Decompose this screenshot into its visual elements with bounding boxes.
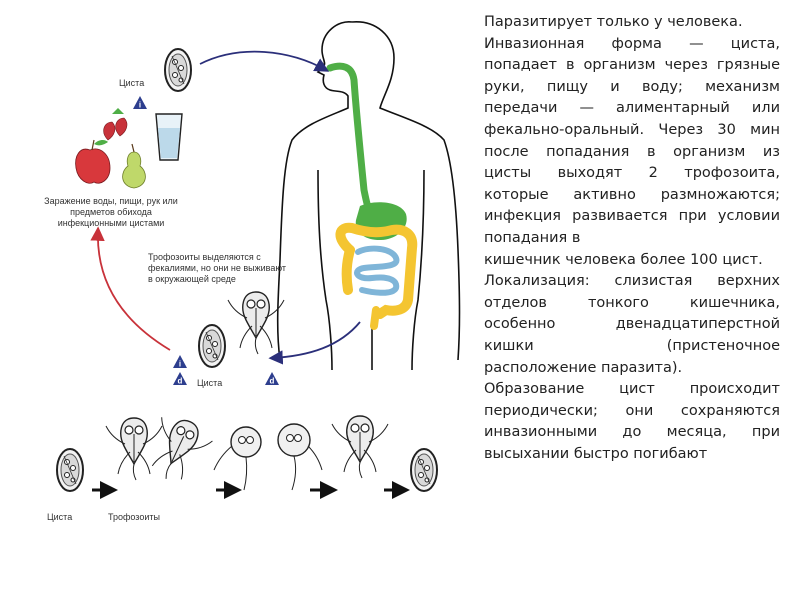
cyst-top-icon [164,48,192,92]
arrow-body-to-excreted [268,321,361,365]
strip-encysting-pair-icon [213,423,323,491]
description-line: периодически; они сохраняются [484,402,780,419]
human-body-outline [276,21,461,371]
svg-text:i: i [179,360,181,369]
description-line: отделов тонкого кишечника, [484,294,780,311]
strawberries-icon [103,108,128,141]
description-line: цисты выходят 2 трофозоита, [484,165,780,182]
description-line: которые активно размножаются; [484,186,780,203]
description-line: инвазионными до месяца, при [484,424,780,441]
strip-trophozoite-3-icon [331,415,389,479]
description-text: Паразитирует только у человека. Инвазион… [484,12,780,465]
pear-icon [122,143,146,189]
description-line: Инвазионная форма — циста, [484,35,780,52]
description-line: Локализация: слизистая верхних [484,273,780,290]
description-line: расположение паразита). [484,359,683,376]
description-line: кишки (пристеночное [484,337,780,354]
strip-trophozoite-1-icon [105,417,163,481]
strip-trophozoites-label: Трофозоиты [108,512,160,522]
diagnostic-stage-badge-left: d [173,372,187,385]
infective-stage-badge: i [133,96,147,109]
cyst-top-label: Циста [119,78,145,88]
description-line: высыхании быстро погибают [484,445,708,462]
digestive-tract [326,62,418,330]
svg-text:d: d [178,377,183,386]
description-line: Образование цист происходит [484,381,780,398]
description-line: особенно двенадцатиперстной [484,316,780,333]
strip-trophozoite-2-icon [138,409,217,491]
infection-label: Заражение воды, пищи, рук или предметов … [44,196,178,228]
description-line: передачи — алиментарный или [484,100,780,117]
description-line: кишечник человека более 100 цист. [484,251,763,268]
cyst-excreted-icon [198,324,226,368]
description-line: руки, пищу и воду; механизм [484,78,780,95]
strip-cyst-2-icon [410,448,438,492]
strip-cyst-1-icon [56,448,84,492]
diagnostic-stage-badge-right: d [265,372,279,385]
arrow-cyst-to-mouth [199,50,330,72]
strip-cyst-label: Циста [47,512,73,522]
description-line: после попадания в организм из [484,143,780,160]
description-line: Паразитирует только у человека. [484,14,743,30]
description-line: попадания в [484,229,581,246]
water-glass-icon [155,113,183,161]
svg-text:d: d [270,377,275,386]
infective-stage-badge-bottom: i [173,355,187,368]
description-line: попадает в организм через грязные [484,57,780,74]
description-line: инфекция развивается при условии [484,208,780,225]
apple-icon [75,139,111,184]
description-line: фекально-оральный. Через 30 мин [484,121,780,138]
svg-text:i: i [139,101,141,110]
trophozoites-excreted-label: Трофозоиты выделяются с фекалиями, но он… [148,252,287,284]
arrow-red-to-infection [90,226,171,351]
trophozoite-excreted-icon [227,291,285,355]
cyst-bottom-label: Циста [197,378,223,388]
